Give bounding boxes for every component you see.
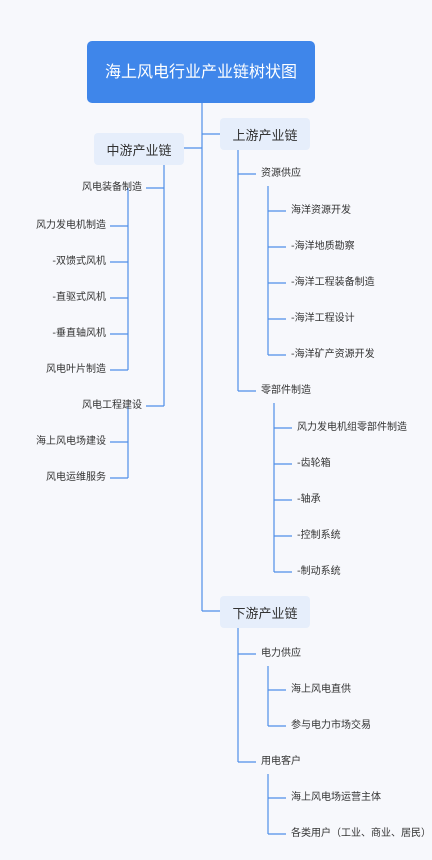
up-item-ocean-resources: 海洋资源开发 (291, 205, 351, 216)
up-item-geology: -海洋地质勘察 (291, 241, 355, 252)
mid-group-construction: 风电工程建设 (82, 400, 142, 411)
down-item-users: 各类用户（工业、商业、居民） (291, 828, 431, 839)
down-group-customers: 用电客户 (261, 756, 301, 767)
mid-item-maintenance: 风电运维服务 (46, 472, 106, 483)
mid-item-dfig: -双馈式风机 (52, 256, 106, 267)
diagram-title: 海上风电行业产业链树状图 (87, 41, 315, 103)
up-group-resources: 资源供应 (261, 168, 301, 179)
up-item-bearing: -轴承 (297, 494, 321, 505)
mid-item-vertical-axis: -垂直轴风机 (52, 328, 106, 339)
up-item-turbine-parts: 风力发电机组零部件制造 (297, 422, 407, 433)
up-item-design: -海洋工程设计 (291, 313, 355, 324)
up-item-gearbox: -齿轮箱 (297, 458, 331, 469)
up-item-equipment: -海洋工程装备制造 (291, 277, 375, 288)
down-item-direct-supply: 海上风电直供 (291, 684, 351, 695)
up-item-control: -控制系统 (297, 530, 341, 541)
up-group-components: 零部件制造 (261, 385, 311, 396)
mid-item-blade: 风电叶片制造 (46, 364, 106, 375)
mid-item-farm-build: 海上风电场建设 (36, 436, 106, 447)
down-item-market: 参与电力市场交易 (291, 720, 371, 731)
branch-midstream: 中游产业链 (94, 133, 184, 165)
mid-item-direct-drive: -直驱式风机 (52, 292, 106, 303)
up-item-brake: -制动系统 (297, 566, 341, 577)
branch-upstream: 上游产业链 (220, 118, 310, 150)
mid-group-equipment: 风电装备制造 (82, 182, 142, 193)
down-item-operators: 海上风电场运营主体 (291, 792, 381, 803)
down-group-power: 电力供应 (261, 648, 301, 659)
mid-item-generator: 风力发电机制造 (36, 220, 106, 231)
branch-downstream: 下游产业链 (220, 596, 310, 628)
up-item-minerals: -海洋矿产资源开发 (291, 349, 375, 360)
